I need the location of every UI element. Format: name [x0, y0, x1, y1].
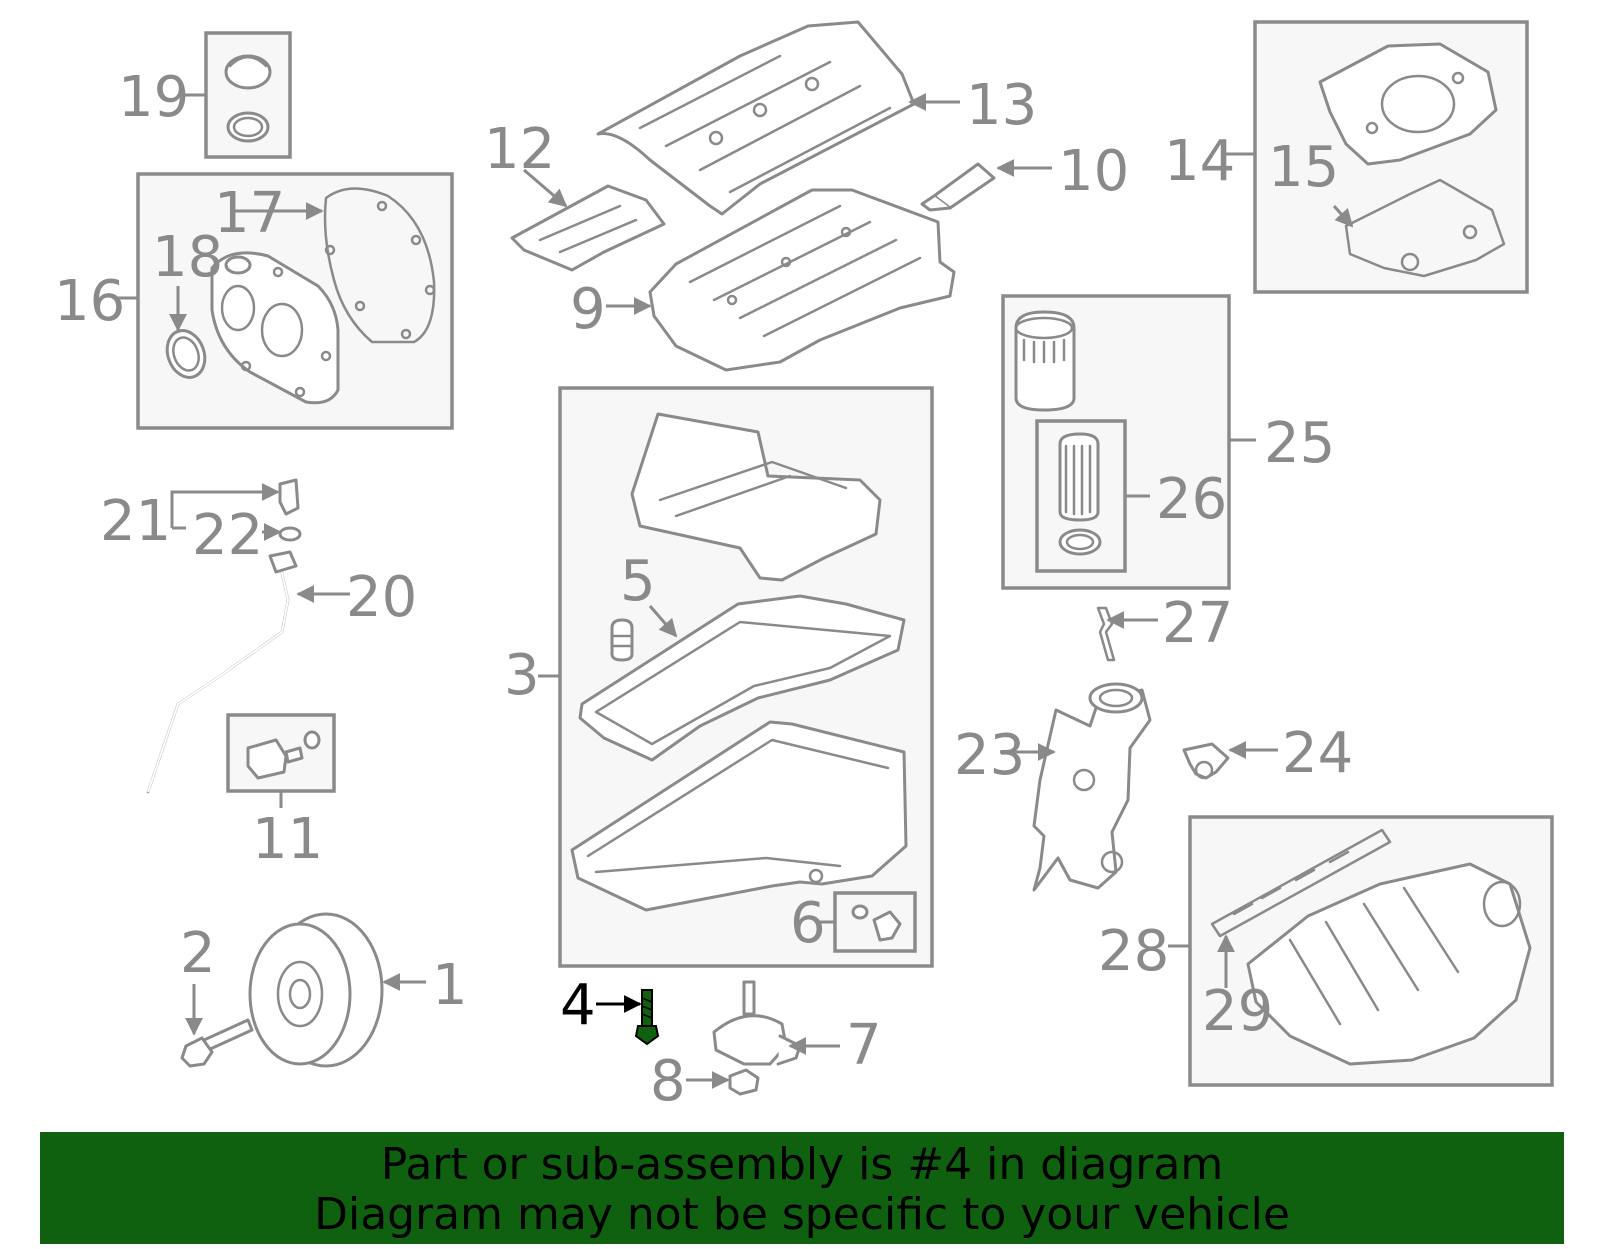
banner-line-1: Part or sub-assembly is #4 in diagram — [380, 1139, 1224, 1190]
callout-15: 15 — [1268, 135, 1339, 200]
callout-21: 21 — [100, 489, 171, 554]
dipstick-tube-top-part — [268, 550, 298, 574]
timing-case-gasket-part — [1344, 178, 1506, 278]
callout-24: 24 — [1282, 721, 1353, 786]
bump-stop-part — [610, 618, 634, 662]
callout-19: 19 — [118, 65, 189, 130]
heat-shield-part — [510, 184, 666, 272]
callout-9: 9 — [570, 277, 606, 342]
timing-case-cover-part — [1318, 42, 1498, 166]
callout-18: 18 — [152, 225, 223, 290]
callout-1: 1 — [432, 953, 468, 1018]
crankshaft-pulley-part — [248, 912, 384, 1068]
callout-23: 23 — [954, 723, 1025, 788]
timing-cover-part — [210, 251, 340, 405]
callout-14: 14 — [1164, 129, 1235, 194]
oil-filter-housing-part — [1032, 682, 1152, 892]
callout-16: 16 — [54, 269, 125, 334]
callout-6: 6 — [790, 891, 826, 956]
callout-labels: 1 2 3 4 5 6 7 8 9 10 11 12 13 14 15 16 1… — [54, 65, 1353, 1114]
dipstick-handle-part — [278, 478, 300, 516]
callout-27: 27 — [1162, 591, 1233, 656]
callout-17: 17 — [214, 181, 285, 246]
callout-29: 29 — [1202, 979, 1273, 1044]
sealant-tube-part — [920, 162, 996, 212]
callout-8: 8 — [650, 1049, 686, 1114]
intake-manifold-part — [1246, 862, 1532, 1066]
callout-5: 5 — [620, 549, 656, 614]
callout-12: 12 — [484, 117, 555, 182]
cylinder-head-cover-part — [648, 188, 956, 372]
dipstick-oring-part — [278, 526, 302, 542]
callout-28: 28 — [1098, 919, 1169, 984]
callout-25: 25 — [1264, 411, 1335, 476]
oil-filler-cap-part — [224, 54, 272, 143]
engine-cover-part — [596, 20, 916, 216]
pulley-bolt-part — [180, 1018, 254, 1068]
dipstick-tube-part — [146, 562, 290, 794]
callout-20: 20 — [346, 565, 417, 630]
callout-13: 13 — [966, 73, 1037, 138]
oil-filter-part — [1014, 310, 1076, 412]
oil-pan-upper-part — [630, 412, 882, 582]
pan-bolt-part — [634, 989, 660, 1046]
callout-10: 10 — [1058, 139, 1129, 204]
oil-pressure-sensor-part — [246, 730, 321, 780]
callout-4: 4 — [560, 973, 596, 1038]
intake-gasket-part — [1210, 828, 1392, 938]
info-banner: Part or sub-assembly is #4 in diagram Di… — [40, 1132, 1564, 1244]
banner-line-2: Diagram may not be specific to your vehi… — [314, 1189, 1290, 1240]
oil-level-sensor-part — [712, 980, 802, 1066]
oil-filter-element-part — [1058, 432, 1102, 556]
leader-lines — [116, 93, 1354, 1089]
callout-2: 2 — [180, 921, 216, 986]
check-valve-part — [1096, 606, 1116, 662]
callout-22: 22 — [192, 503, 263, 568]
callout-7: 7 — [846, 1013, 882, 1078]
timing-cover-gasket-part — [323, 187, 436, 344]
oil-pan-gasket-part — [578, 594, 906, 762]
callout-3: 3 — [504, 643, 540, 708]
housing-gasket-part — [1182, 742, 1230, 780]
drain-plug-part — [851, 904, 902, 942]
sensor-seal-part — [728, 1068, 760, 1096]
callout-26: 26 — [1156, 467, 1227, 532]
group-box-11 — [226, 713, 336, 793]
oil-pan-lower-part — [570, 720, 908, 912]
callout-11: 11 — [252, 807, 323, 872]
